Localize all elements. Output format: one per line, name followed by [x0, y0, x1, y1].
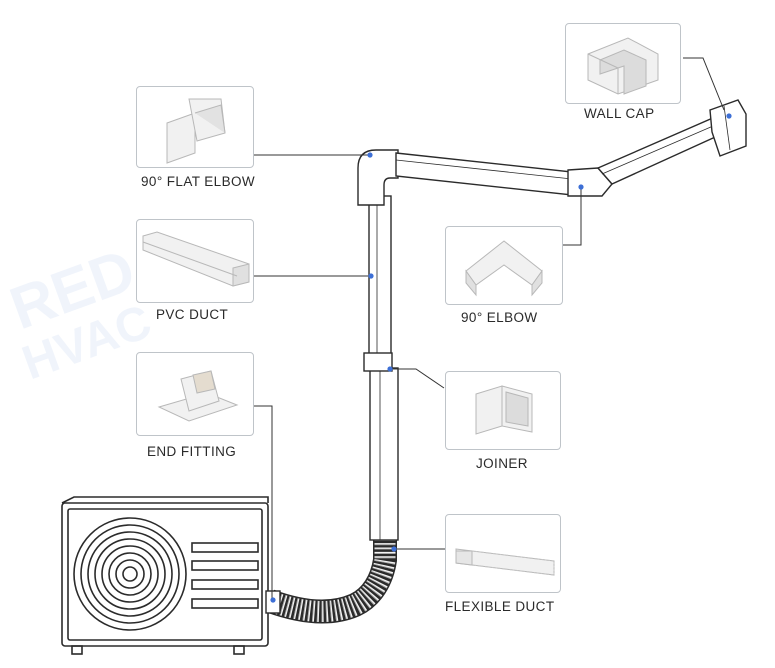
- pvc-duct-thumbnail: [142, 231, 250, 287]
- corner-elbow-drawing: [567, 167, 613, 197]
- leader-lines: [254, 57, 725, 600]
- flexible-duct-label: FLEXIBLE DUCT: [445, 599, 555, 614]
- flexible-duct-card: [445, 514, 561, 593]
- fan-grille: [73, 517, 187, 631]
- flat-elbow-thumbnail: [166, 98, 226, 164]
- flat-elbow-drawing: [357, 149, 399, 206]
- outdoor-unit: [61, 496, 269, 655]
- joiner-thumbnail: [475, 385, 533, 435]
- flexible-duct-thumbnail: [455, 548, 555, 576]
- joiner-label: JOINER: [476, 456, 528, 471]
- elbow-90-card: [445, 226, 563, 305]
- connection-dots: [270, 113, 732, 603]
- flat-elbow-card: [136, 86, 254, 168]
- vertical-duct-drawing: [363, 195, 399, 541]
- flat-elbow-label: 90° FLAT ELBOW: [141, 174, 256, 189]
- flexible-duct-drawing: [265, 538, 397, 624]
- end-fitting-card: [136, 352, 254, 436]
- end-fitting-label: END FITTING: [147, 444, 237, 459]
- wall-cap-drawing: [709, 99, 747, 157]
- pvc-duct-card: [136, 219, 254, 303]
- horizontal-duct-drawing: [395, 152, 573, 196]
- joiner-card: [445, 371, 561, 450]
- elbow-90-thumbnail: [465, 240, 543, 297]
- wall-cap-thumbnail: [587, 37, 659, 95]
- wall-cap-card: [565, 23, 681, 104]
- pvc-duct-label: PVC DUCT: [156, 307, 229, 322]
- end-fitting-thumbnail: [157, 370, 239, 422]
- wall-cap-label: WALL CAP: [584, 106, 655, 121]
- elbow-90-label: 90° ELBOW: [461, 310, 538, 325]
